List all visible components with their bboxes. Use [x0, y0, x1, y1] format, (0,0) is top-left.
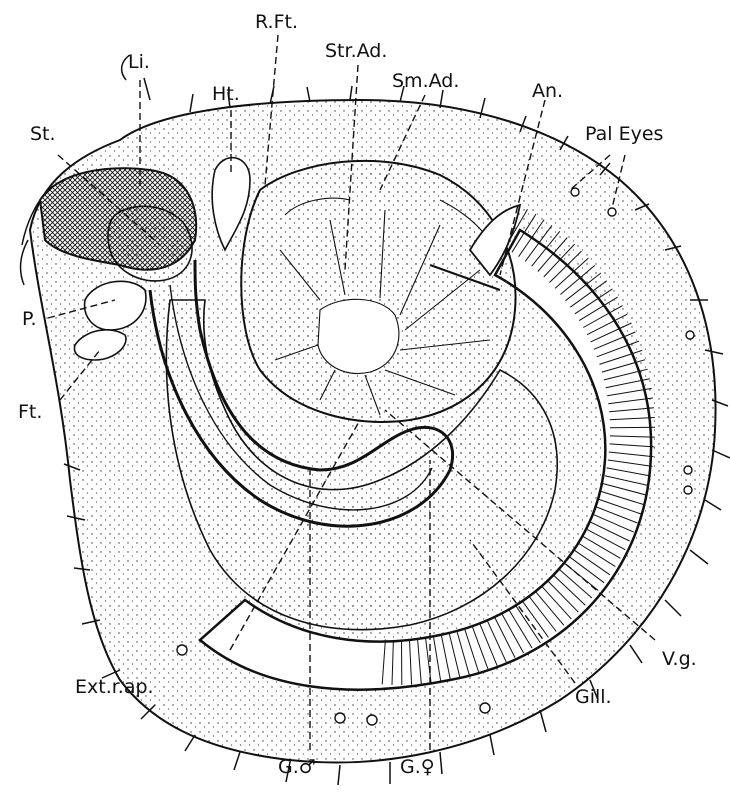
label-p: P. [22, 308, 37, 330]
label-gfemale: G.♀ [400, 756, 435, 778]
label-li: Li. [128, 51, 150, 73]
label-strad: Str.Ad. [325, 40, 387, 62]
label-an: An. [532, 80, 563, 102]
label-smad: Sm.Ad. [392, 70, 459, 92]
label-ft: Ft. [18, 401, 42, 423]
label-paleyes: Pal Eyes [585, 123, 663, 145]
label-gill: Gill. [575, 686, 612, 708]
gill-lamella [610, 427, 655, 428]
label-ht: Ht. [212, 83, 240, 105]
label-extrap: Ext.r.ap. [75, 676, 154, 698]
label-rft: R.Ft. [255, 11, 298, 33]
label-st: St. [30, 123, 56, 145]
label-gmale: G.♂ [278, 756, 316, 778]
adductor-muscle [241, 161, 515, 422]
label-vg: V.g. [662, 648, 697, 670]
